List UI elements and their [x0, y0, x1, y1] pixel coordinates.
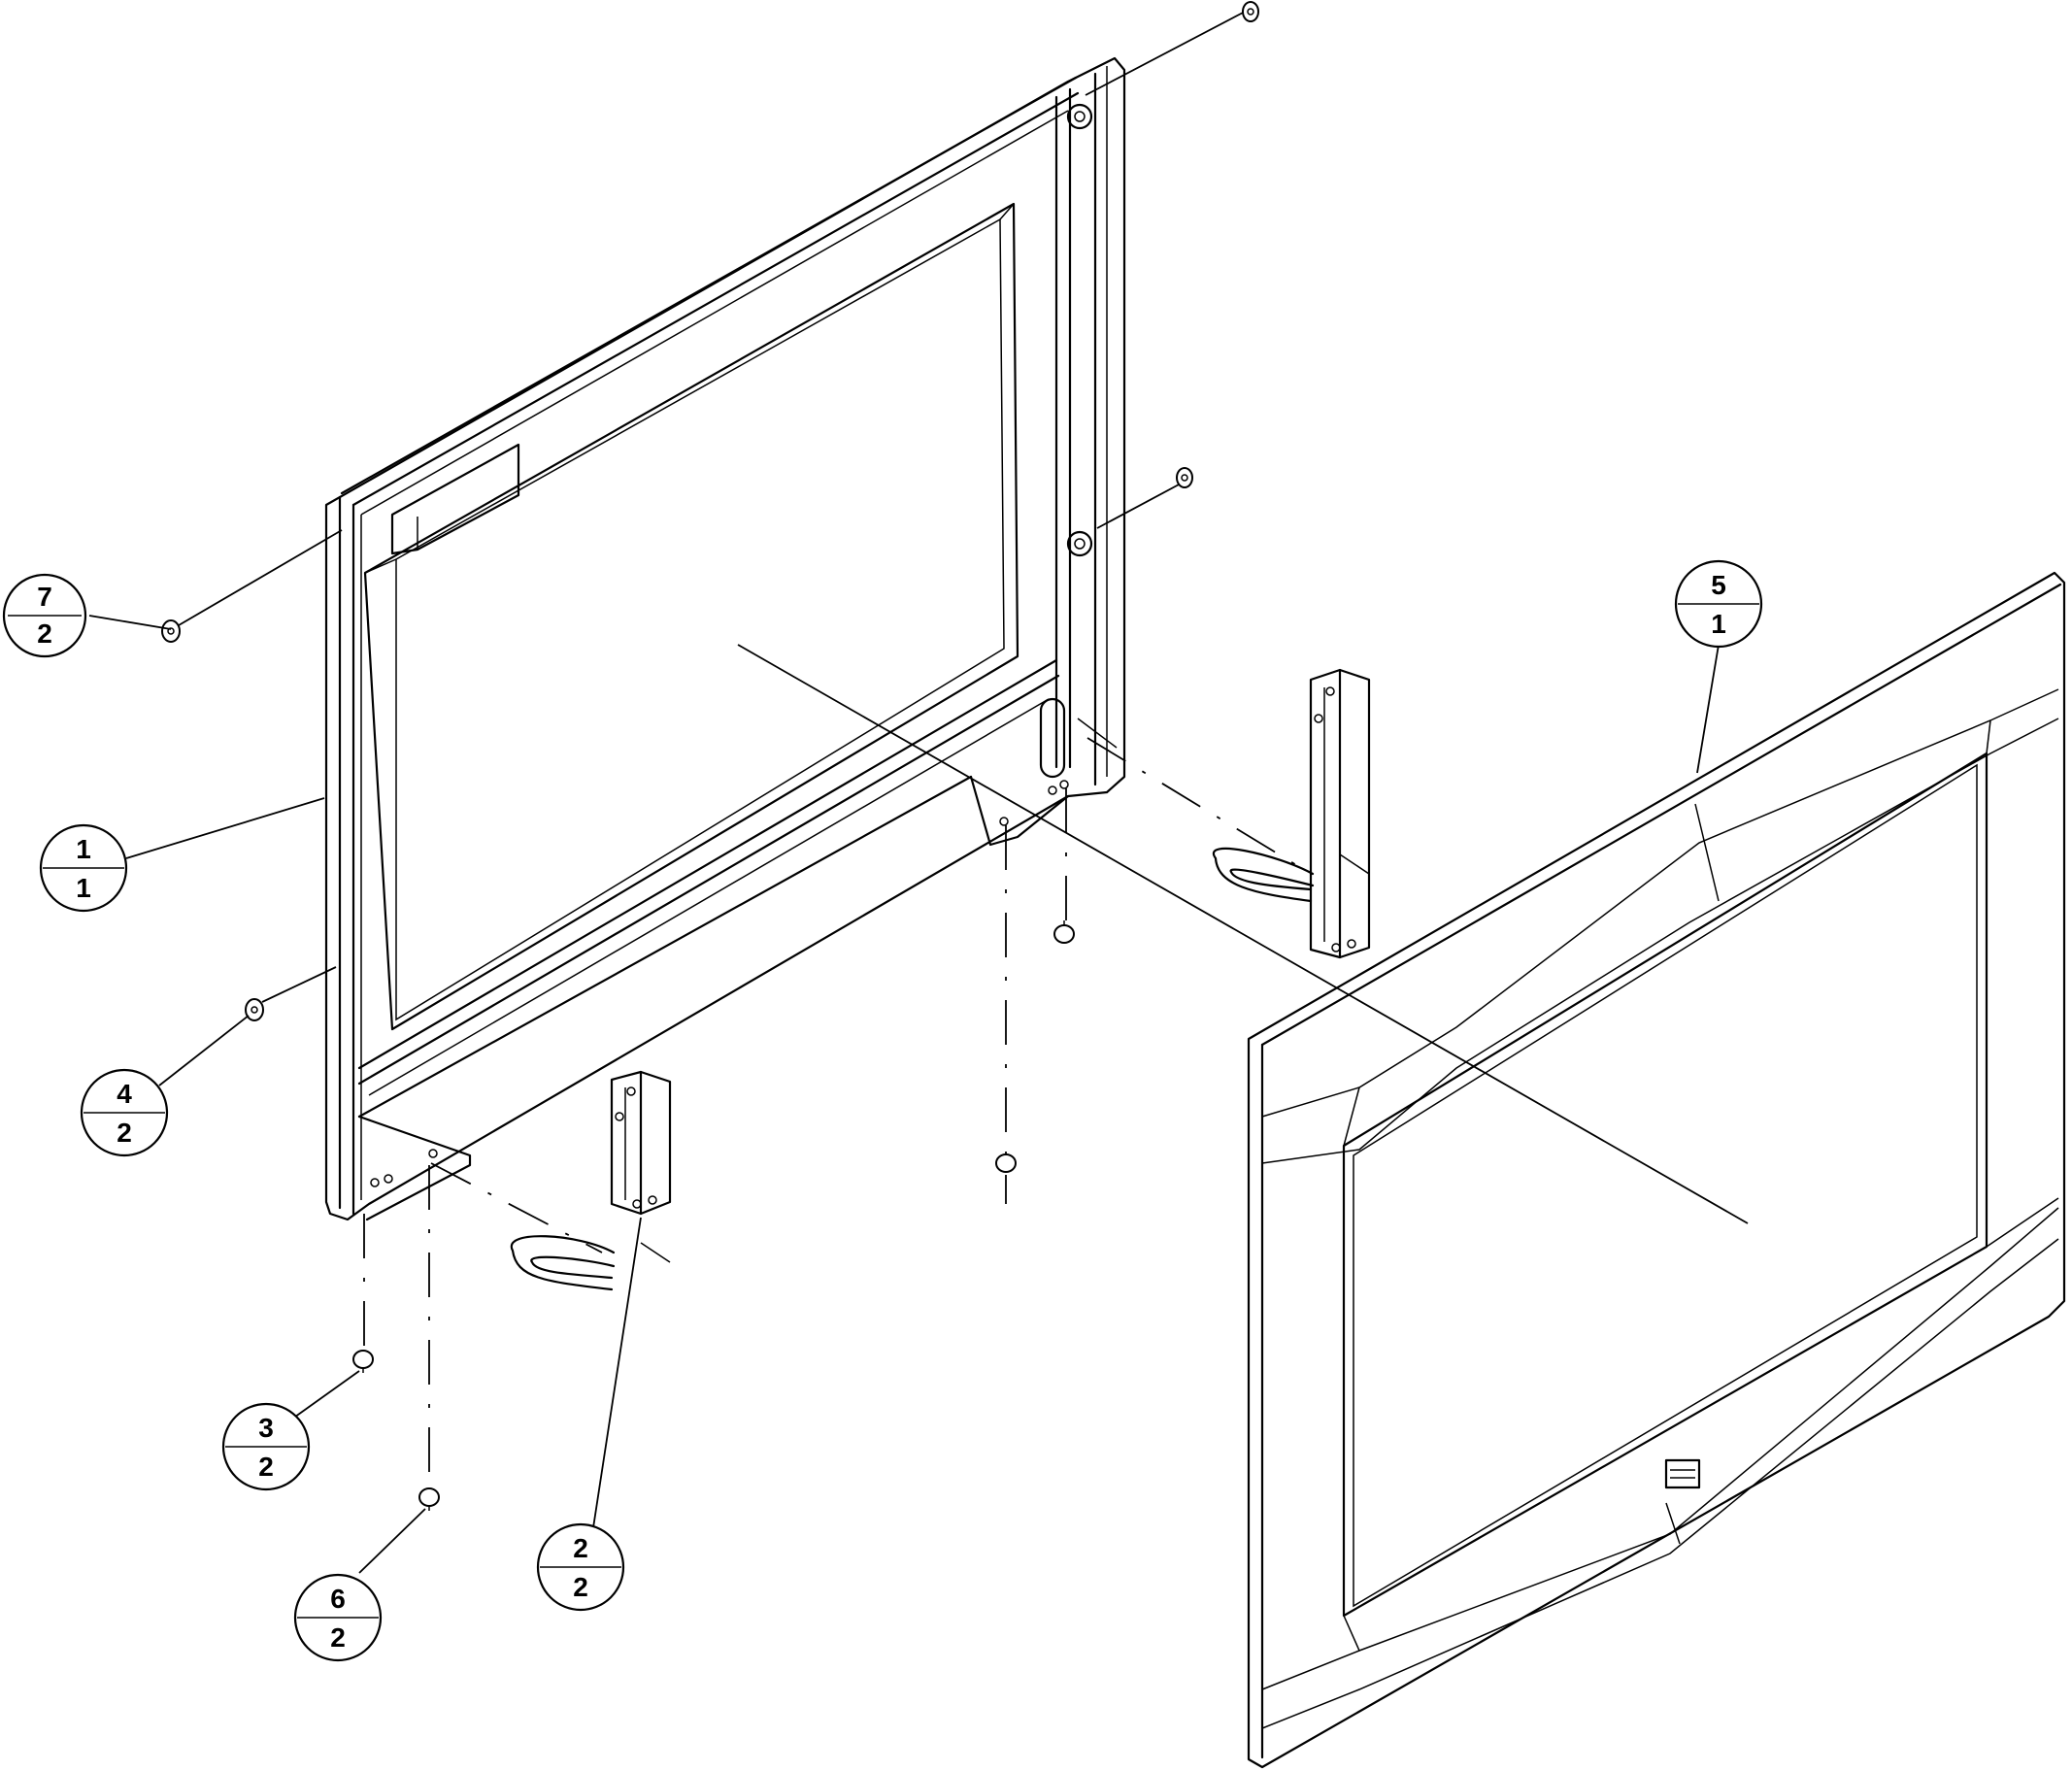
hinge-right: [1212, 668, 1371, 959]
leader-6: [358, 1508, 426, 1574]
callout-5-sheet: 1: [1711, 609, 1726, 639]
inner-door-frame: [324, 56, 1126, 1221]
callout-6-sheet: 2: [330, 1622, 346, 1653]
callout-3-sheet: 2: [258, 1452, 274, 1482]
screw-bottom-right: [1053, 920, 1075, 944]
callout-5: 5 1: [1674, 559, 1763, 649]
callout-7-item: 7: [37, 582, 52, 612]
screw-right-middle: [1176, 467, 1193, 488]
callout-1: 1 1: [39, 823, 128, 913]
callout-3-item: 3: [258, 1413, 274, 1443]
screw-item-6: [418, 1487, 440, 1511]
callout-4-item: 4: [117, 1079, 132, 1109]
callout-4-sheet: 2: [117, 1118, 132, 1148]
screw-item-4: [245, 998, 264, 1021]
leader-5: [1696, 644, 1720, 774]
callout-2-item: 2: [573, 1533, 588, 1563]
leader-4: [158, 1015, 250, 1086]
screw-item-7: [161, 619, 181, 643]
callout-3: 3 2: [221, 1402, 311, 1491]
screw-bottom-center: [995, 1153, 1017, 1173]
outer-door-panel: [1247, 571, 2066, 1769]
callout-2: 2 2: [536, 1522, 625, 1612]
leader-3: [290, 1370, 360, 1420]
callout-2-sheet: 2: [573, 1572, 588, 1602]
assembly-line-right-hinge: [1086, 737, 1312, 875]
callout-5-item: 5: [1711, 570, 1726, 600]
callout-6-item: 6: [330, 1584, 346, 1614]
callout-7-sheet: 2: [37, 618, 52, 649]
callout-1-sheet: 1: [76, 873, 91, 903]
leader-1: [125, 797, 325, 859]
hinge-left: [510, 1070, 672, 1291]
callout-1-item: 1: [76, 834, 91, 864]
callout-6: 6 2: [293, 1573, 383, 1662]
assembly-line-center: [737, 644, 1749, 1224]
leader-2: [591, 1217, 642, 1535]
screw-top: [1242, 1, 1259, 22]
screw-item-3: [352, 1350, 374, 1373]
leader-7: [88, 615, 172, 630]
callout-7: 7 2: [2, 573, 87, 658]
callout-4: 4 2: [80, 1068, 169, 1157]
assembly-line-left-hinge: [430, 1162, 603, 1253]
